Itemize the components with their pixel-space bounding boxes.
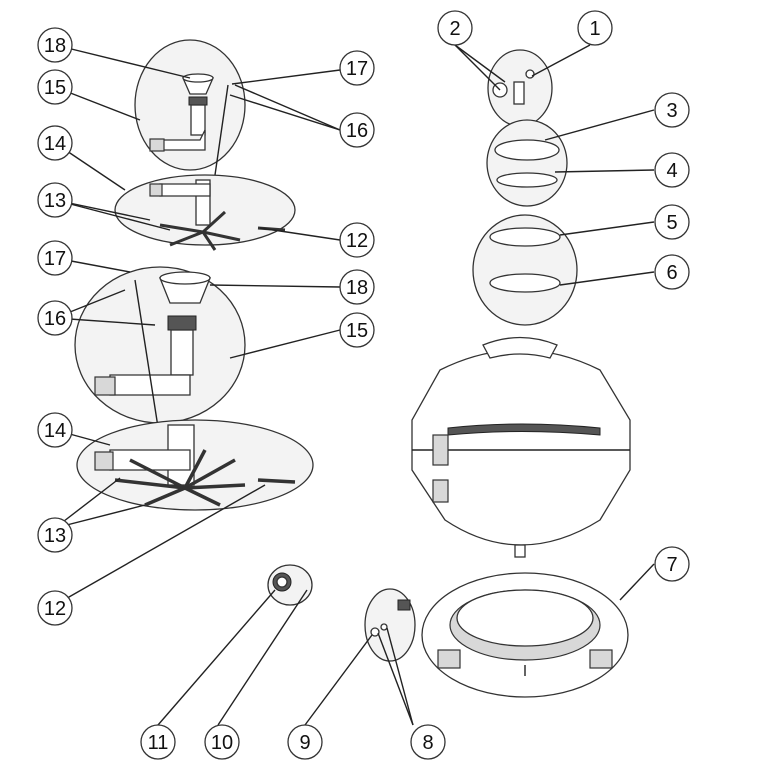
callout-18-lower: 18: [339, 269, 375, 305]
callout-7: 7: [654, 546, 690, 582]
svg-text:5: 5: [666, 212, 677, 234]
callout-1: 1: [577, 10, 613, 46]
svg-text:18: 18: [346, 277, 368, 299]
lid-ellipse: [486, 119, 568, 207]
upper-threaded-ring-part: [188, 96, 208, 106]
callout-17-lower: 17: [37, 240, 73, 276]
svg-text:1: 1: [589, 18, 600, 40]
valve-parts-group: [487, 49, 553, 127]
svg-text:14: 14: [44, 420, 66, 442]
svg-text:4: 4: [666, 160, 677, 182]
callout-9: 9: [287, 724, 323, 760]
callout-15-upper: 15: [37, 69, 73, 105]
callout-16-upper: 16: [339, 112, 375, 148]
svg-text:8: 8: [422, 732, 433, 754]
svg-text:17: 17: [346, 58, 368, 80]
callout-13-upper: 13: [37, 182, 73, 218]
tank-body-part: [411, 336, 631, 558]
svg-text:3: 3: [666, 100, 677, 122]
svg-text:18: 18: [44, 35, 66, 57]
callout-16-lower: 16: [37, 300, 73, 336]
svg-text:6: 6: [666, 262, 677, 284]
svg-text:12: 12: [346, 230, 368, 252]
callout-15-lower: 15: [339, 312, 375, 348]
leader-lines: [54, 44, 655, 726]
svg-text:10: 10: [211, 732, 233, 754]
callout-6: 6: [654, 254, 690, 290]
upper-laterals-part: [159, 210, 286, 251]
svg-text:11: 11: [148, 732, 169, 754]
lower-collector-group: [74, 266, 314, 511]
svg-text:12: 12: [44, 598, 66, 620]
callout-12-upper: 12: [339, 222, 375, 258]
neck-parts-group: [472, 214, 578, 326]
callout-14-upper: 14: [37, 125, 73, 161]
svg-text:13: 13: [44, 190, 66, 212]
callout-17-upper: 17: [339, 50, 375, 86]
svg-text:7: 7: [666, 554, 677, 576]
callout-5: 5: [654, 204, 690, 240]
callout-2: 2: [437, 10, 473, 46]
svg-text:2: 2: [449, 18, 460, 40]
lower-riser-ellipse: [74, 266, 246, 424]
svg-text:16: 16: [44, 308, 66, 330]
tank-base-part: [421, 572, 629, 698]
svg-text:13: 13: [44, 525, 66, 547]
svg-text:15: 15: [44, 77, 66, 99]
svg-text:14: 14: [44, 133, 66, 155]
drain-parts-group: [364, 588, 416, 662]
gauge-parts-group: [267, 564, 313, 606]
svg-text:16: 16: [346, 120, 368, 142]
callout-18-upper: 18: [37, 27, 73, 63]
lower-threaded-ring-part: [167, 315, 197, 331]
callout-13-lower: 13: [37, 517, 73, 553]
svg-text:17: 17: [44, 248, 66, 270]
lower-lateral-ellipse: [76, 419, 314, 511]
callout-14-lower: 14: [37, 412, 73, 448]
callout-3: 3: [654, 92, 690, 128]
svg-text:9: 9: [299, 732, 310, 754]
callout-11: 11: [140, 724, 176, 760]
callout-8: 8: [410, 724, 446, 760]
lid-parts-group: [486, 119, 568, 207]
callout-12-lower: 12: [37, 590, 73, 626]
svg-text:15: 15: [346, 320, 368, 342]
lower-laterals-part: [114, 449, 296, 507]
callout-10: 10: [204, 724, 240, 760]
callout-4: 4: [654, 152, 690, 188]
